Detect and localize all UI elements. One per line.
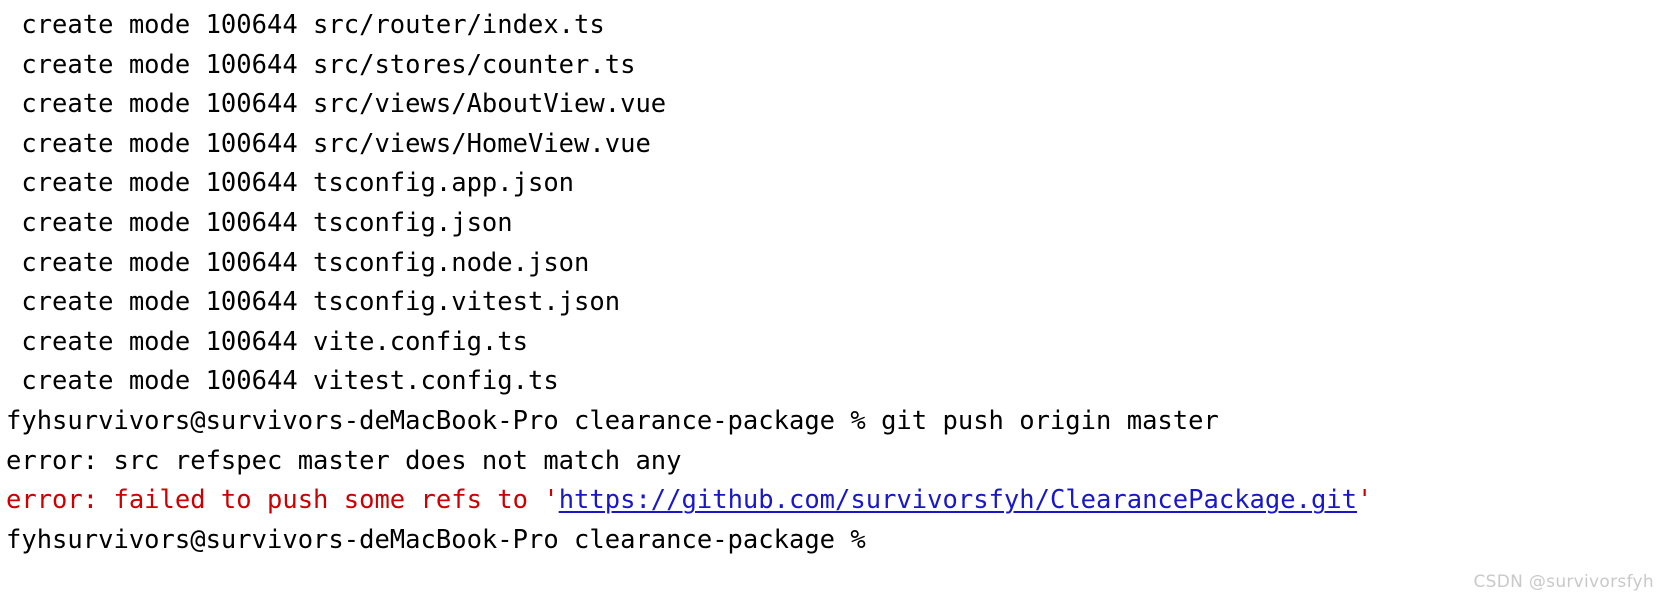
terminal-text: create mode 100644 src/stores/counter.ts bbox=[6, 49, 636, 80]
terminal-text: create mode 100644 tsconfig.node.json bbox=[6, 247, 590, 278]
terminal-line-prompt-empty: fyhsurvivors@survivors-deMacBook-Pro cle… bbox=[0, 521, 1668, 561]
terminal-line-create-mode-homeview: create mode 100644 src/views/HomeView.vu… bbox=[0, 125, 1668, 165]
terminal-line-error-failed-to-push: error: failed to push some refs to 'http… bbox=[0, 481, 1668, 521]
terminal-error-text: error: failed to push some refs to ' bbox=[6, 485, 559, 516]
terminal-text: fyhsurvivors@survivors-deMacBook-Pro cle… bbox=[6, 405, 1219, 436]
terminal-error-text: ' bbox=[1357, 485, 1373, 516]
csdn-watermark: CSDN @survivorsfyh bbox=[1473, 572, 1654, 592]
terminal-line-create-mode-router-index: create mode 100644 src/router/index.ts bbox=[0, 6, 1668, 46]
terminal-output: create mode 100644 src/router/index.ts c… bbox=[0, 6, 1668, 560]
terminal-line-error-refspec: error: src refspec master does not match… bbox=[0, 442, 1668, 482]
terminal-line-prompt-git-push: fyhsurvivors@survivors-deMacBook-Pro cle… bbox=[0, 402, 1668, 442]
terminal-line-create-mode-tsconfig-node: create mode 100644 tsconfig.node.json bbox=[0, 244, 1668, 284]
terminal-text: error: src refspec master does not match… bbox=[6, 445, 682, 476]
terminal-line-create-mode-tsconfig-app: create mode 100644 tsconfig.app.json bbox=[0, 164, 1668, 204]
terminal-text: create mode 100644 tsconfig.app.json bbox=[6, 168, 575, 199]
terminal-text: create mode 100644 tsconfig.json bbox=[6, 207, 513, 238]
terminal-url-link[interactable]: https://github.com/survivorsfyh/Clearanc… bbox=[558, 485, 1358, 516]
terminal-text: fyhsurvivors@survivors-deMacBook-Pro cle… bbox=[6, 524, 882, 555]
terminal-line-create-mode-aboutview: create mode 100644 src/views/AboutView.v… bbox=[0, 85, 1668, 125]
terminal-text: create mode 100644 src/router/index.ts bbox=[6, 10, 605, 40]
terminal-text: create mode 100644 vitest.config.ts bbox=[6, 366, 559, 397]
terminal-text: create mode 100644 src/views/HomeView.vu… bbox=[6, 128, 651, 159]
terminal-line-create-mode-tsconfig-vitest: create mode 100644 tsconfig.vitest.json bbox=[0, 283, 1668, 323]
terminal-line-create-mode-tsconfig: create mode 100644 tsconfig.json bbox=[0, 204, 1668, 244]
terminal-text: create mode 100644 src/views/AboutView.v… bbox=[6, 89, 667, 120]
terminal-line-create-mode-vitest-config: create mode 100644 vitest.config.ts bbox=[0, 362, 1668, 402]
terminal-line-create-mode-vite-config: create mode 100644 vite.config.ts bbox=[0, 323, 1668, 363]
terminal-line-create-mode-stores-counter: create mode 100644 src/stores/counter.ts bbox=[0, 46, 1668, 86]
terminal-text: create mode 100644 tsconfig.vitest.json bbox=[6, 287, 621, 318]
terminal-text: create mode 100644 vite.config.ts bbox=[6, 326, 528, 357]
